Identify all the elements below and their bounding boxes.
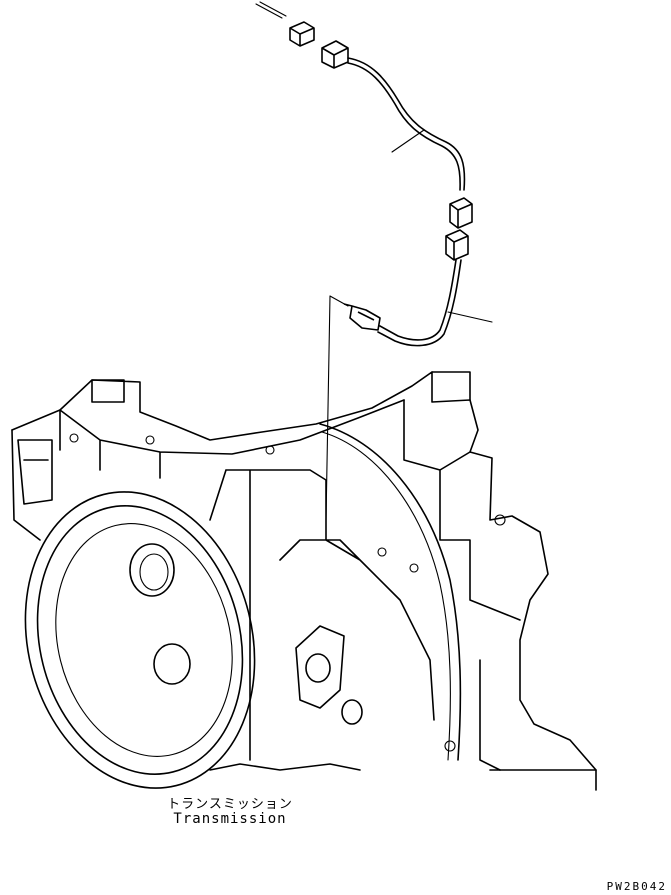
upper-wire — [347, 57, 466, 191]
lever-pivot — [305, 653, 331, 683]
upper-wire-leader — [391, 129, 425, 153]
harness-pin — [255, 1, 287, 19]
speed-sensor — [343, 303, 381, 331]
bolt — [377, 547, 387, 557]
front-lever — [295, 625, 345, 709]
upper-wire-outer — [347, 62, 461, 191]
right-ribs — [403, 371, 521, 771]
drawing-code: PW2B042 — [606, 880, 667, 893]
case-outline — [11, 371, 597, 791]
caption-japanese: トランスミッション — [167, 797, 293, 812]
bolt — [145, 435, 155, 445]
bolt — [69, 433, 79, 443]
sensor-cover-inner — [321, 431, 451, 761]
bolt — [265, 445, 275, 455]
case-top-rail — [59, 399, 405, 479]
bolt — [444, 740, 456, 752]
transmission-housing — [11, 371, 597, 791]
sensor-cover — [319, 423, 462, 761]
sensor-wire — [379, 259, 457, 341]
drain-boss — [341, 699, 363, 725]
upper-harness — [255, 1, 466, 191]
input-shaft-bore-inner — [139, 553, 169, 591]
upper-connector-left — [289, 21, 315, 47]
sensor-wire-outer — [377, 259, 462, 347]
upper-connector-right — [321, 40, 349, 69]
lower-bore — [153, 643, 191, 685]
bell-housing-rim — [36, 505, 244, 775]
sensor-harness — [325, 197, 493, 521]
input-shaft-bore — [129, 543, 175, 597]
sensor-leader — [325, 295, 349, 521]
sensor-wire-leader — [447, 311, 493, 323]
case-bottom — [209, 763, 597, 771]
bell-housing-outer — [24, 491, 256, 789]
case-body — [209, 469, 435, 761]
bolt — [409, 563, 419, 573]
caption-english: Transmission — [173, 811, 287, 827]
mid-connector-bottom — [445, 229, 469, 261]
bell-housing-inner — [55, 523, 233, 757]
left-bracket — [11, 379, 125, 541]
mid-connector-top — [449, 197, 473, 229]
bolt — [494, 514, 506, 526]
